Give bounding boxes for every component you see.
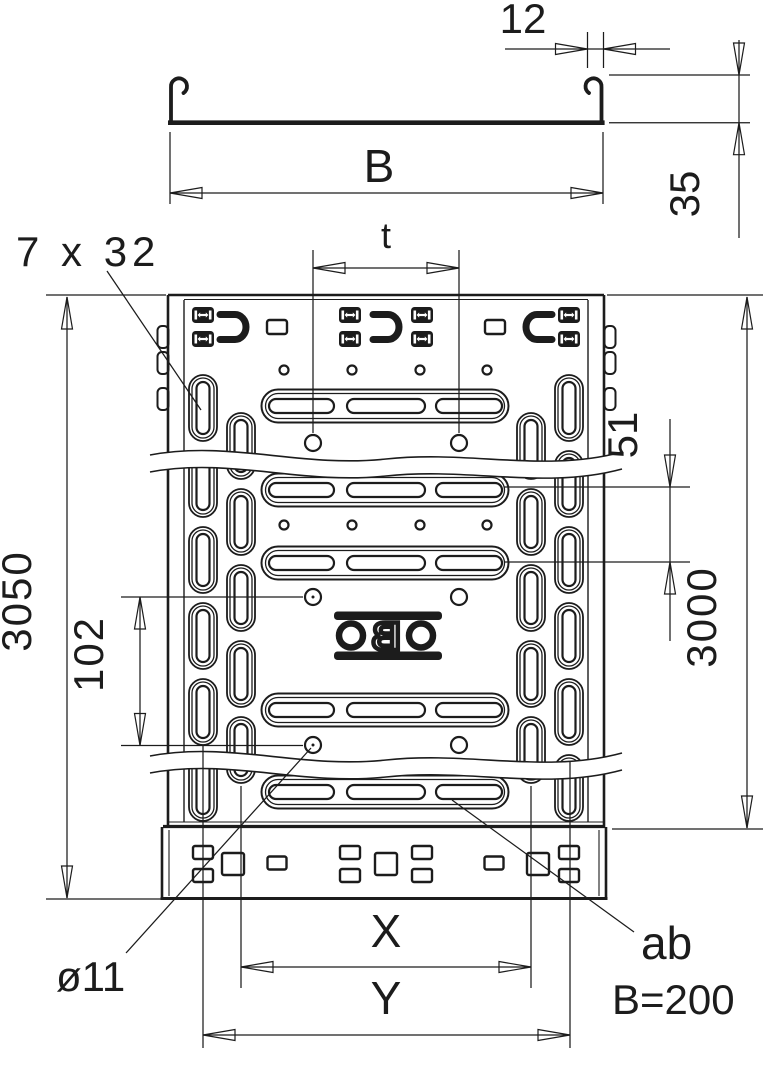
dim-label-12: 12 — [500, 0, 547, 42]
dim-label-3000: 3000 — [678, 566, 725, 667]
logo-letter-b: B — [372, 615, 401, 659]
side-tab — [603, 325, 617, 349]
dim-label-35: 35 — [661, 171, 708, 218]
generated-drawing — [46, 32, 763, 1048]
dim-label-3050: 3050 — [0, 550, 40, 651]
dim-label-102: 102 — [65, 616, 112, 692]
obo-logo — [334, 611, 442, 660]
dim-label-X: X — [371, 905, 402, 957]
punch-pattern — [188, 307, 584, 822]
side-tab — [603, 387, 617, 411]
side-tab — [603, 351, 617, 375]
dimensions — [46, 32, 763, 1048]
dim-label-51: 51 — [599, 412, 646, 459]
label-side-slots: 7 x 32 — [16, 228, 160, 275]
dim-label-Y: Y — [371, 972, 402, 1024]
tray-outline — [156, 293, 617, 900]
note-ab: ab — [641, 917, 692, 969]
label-hole-diameter: ø11 — [56, 953, 125, 1000]
dim-label-B: B — [364, 140, 395, 192]
dim-label-t: t — [381, 215, 391, 256]
flange-punches — [191, 844, 581, 884]
break-lines — [149, 449, 623, 780]
note-b200: B=200 — [612, 976, 735, 1023]
profile-view — [168, 76, 605, 125]
